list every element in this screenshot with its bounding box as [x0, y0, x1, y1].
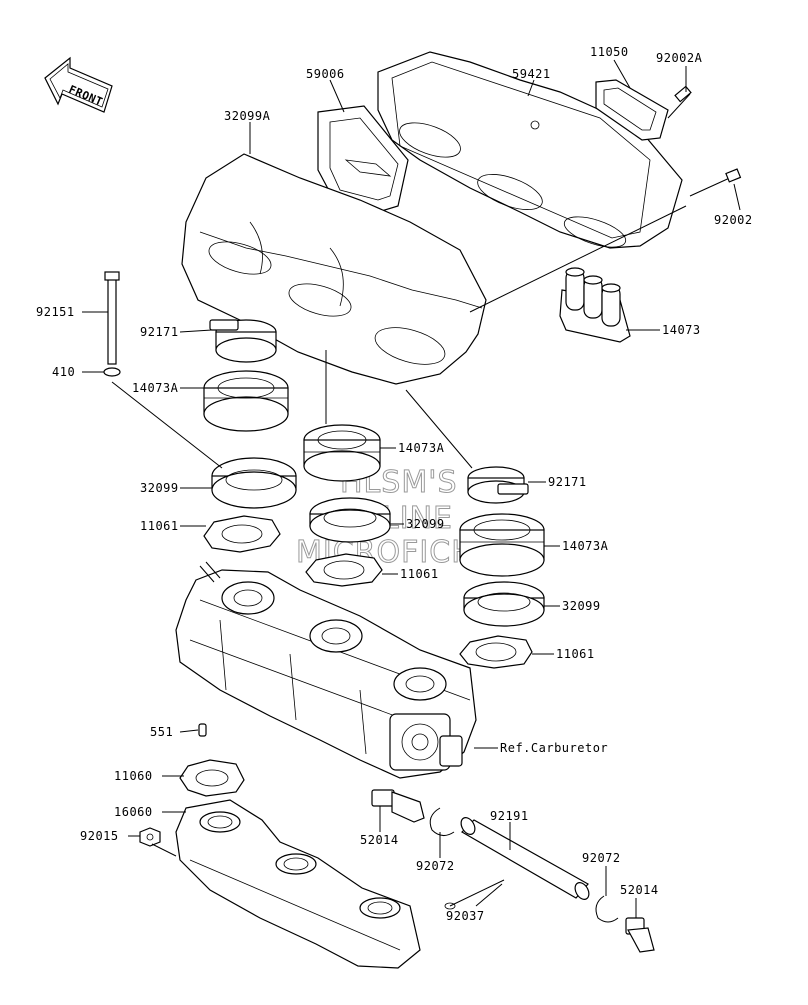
callout-14073A-1: 14073A [132, 381, 179, 395]
callout-ref-carburetor: Ref.Carburetor [500, 741, 608, 755]
callout-92002: 92002 [714, 213, 753, 227]
callout-labels: 59006 59421 11050 92002A 32099A 92002 92… [36, 45, 753, 923]
air-box-upper [377, 51, 683, 249]
callout-92171-upper: 92171 [140, 325, 179, 339]
callout-11061-3: 11061 [556, 647, 595, 661]
holder-32099-2 [309, 497, 391, 543]
clamp-92171-upper [209, 319, 277, 363]
callout-92072-lower: 92072 [582, 851, 621, 865]
ring-14073A-1 [203, 370, 289, 432]
clip-92072-upper [429, 807, 455, 836]
callout-11061-1: 11061 [140, 519, 179, 533]
intake-manifold [175, 799, 421, 969]
gasket-59006 [317, 105, 409, 213]
callout-16060: 16060 [114, 805, 153, 819]
callout-59006: 59006 [306, 67, 345, 81]
callout-59421: 59421 [512, 67, 551, 81]
front-arrow-icon: FRONT [44, 56, 113, 113]
washer-410 [103, 367, 121, 377]
holder-32099-1 [211, 457, 297, 509]
hose-92191 [460, 817, 590, 900]
callout-92191: 92191 [490, 809, 529, 823]
screw-92002A [667, 85, 692, 119]
callout-11050: 11050 [590, 45, 629, 59]
gasket-11061-2 [305, 553, 383, 587]
fitting-52014-upper [371, 789, 425, 823]
callout-52014-upper: 52014 [360, 833, 399, 847]
callout-32099-3: 32099 [562, 599, 601, 613]
callout-14073A-3: 14073A [562, 539, 609, 553]
fitting-52014-lower [625, 917, 655, 953]
clip-92072-lower [595, 895, 619, 923]
holder-32099-3 [463, 581, 545, 627]
callout-551: 551 [150, 725, 173, 739]
ring-14073A-3 [459, 513, 545, 577]
callout-32099-2: 32099 [406, 517, 445, 531]
pin-551 [198, 723, 207, 737]
callout-410: 410 [52, 365, 75, 379]
callout-52014-lower: 52014 [620, 883, 659, 897]
screw-92002 [689, 168, 742, 197]
callout-11060: 11060 [114, 769, 153, 783]
cap-set-14073 [559, 267, 631, 343]
callout-32099A: 32099A [224, 109, 271, 123]
cotter-pin-92037 [444, 879, 505, 910]
callout-14073: 14073 [662, 323, 701, 337]
callout-14073A-2: 14073A [398, 441, 445, 455]
nut-92015 [139, 827, 161, 847]
ring-14073A-2 [303, 424, 381, 482]
callout-92171-lower: 92171 [548, 475, 587, 489]
callout-92002A: 92002A [656, 51, 703, 65]
leader-lines [82, 59, 741, 918]
callout-92037: 92037 [446, 909, 485, 923]
callout-92015: 92015 [80, 829, 119, 843]
bracket [595, 79, 669, 141]
clamp-92171-lower [467, 466, 529, 504]
callout-92072-upper: 92072 [416, 859, 455, 873]
callout-32099-1: 32099 [140, 481, 179, 495]
bolt-92151 [104, 271, 120, 365]
gasket-11060 [179, 759, 245, 797]
gasket-11061-1 [203, 515, 281, 553]
callout-92151: 92151 [36, 305, 75, 319]
callout-11061-2: 11061 [400, 567, 439, 581]
gasket-11061-3 [459, 635, 533, 669]
carburetor-assembly [175, 561, 477, 779]
